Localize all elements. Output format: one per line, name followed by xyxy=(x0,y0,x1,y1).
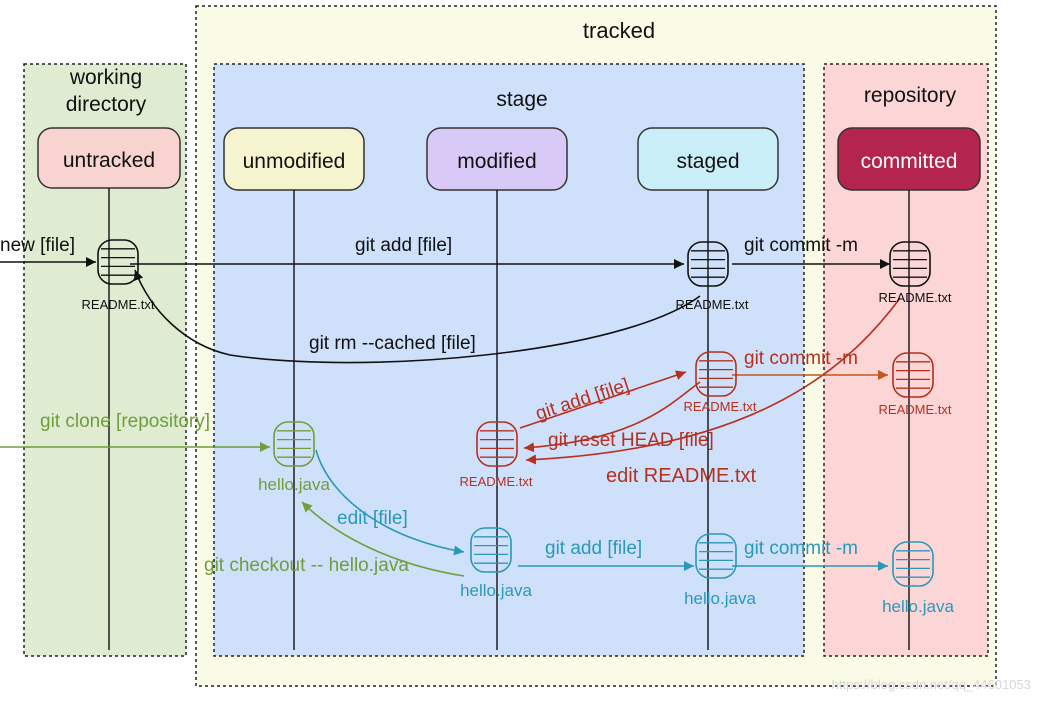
state-staged-label: staged xyxy=(676,150,739,173)
file-hello-staged-icon xyxy=(695,533,737,579)
arrow-git-reset-head xyxy=(523,381,701,453)
arrow-git-checkout xyxy=(301,501,465,577)
file-readme-committed-red-icon xyxy=(892,352,934,398)
state-untracked: untracked xyxy=(37,127,181,189)
state-unmodified: unmodified xyxy=(223,127,365,191)
cmd-new-file: new [file] xyxy=(0,235,75,256)
watermark: https://blog.csdn.net/qq_44601053 xyxy=(831,677,1032,692)
tracked-label: tracked xyxy=(583,18,655,43)
working-directory-label-line2: directory xyxy=(66,93,147,116)
working-directory-label-line1: working xyxy=(69,66,142,89)
stage-label: stage xyxy=(496,88,547,111)
file-readme-staged-red-label: README.txt xyxy=(684,399,757,414)
arrow-git-add-red xyxy=(519,370,687,429)
file-hello-committed-label: hello.java xyxy=(882,597,954,616)
state-untracked-label: untracked xyxy=(63,149,155,172)
file-readme-committed-icon xyxy=(889,241,931,287)
cmd-git-add-blue: git add [file] xyxy=(545,538,642,559)
cmd-git-checkout: git checkout -- hello.java xyxy=(204,555,409,576)
file-readme-staged-red-icon xyxy=(695,351,737,397)
file-hello-modified-label: hello.java xyxy=(460,581,532,600)
arrow-git-rm-cached xyxy=(133,269,701,364)
file-readme-committed-label: README.txt xyxy=(879,290,952,305)
cmd-edit-readme: edit README.txt xyxy=(606,465,756,487)
cmd-git-reset-head: git reset HEAD [file] xyxy=(548,430,714,451)
file-hello-modified-icon xyxy=(470,527,512,573)
state-modified: modified xyxy=(426,127,568,191)
arrow-edit-file xyxy=(315,449,465,556)
cmd-git-clone: git clone [repository] xyxy=(40,411,210,432)
file-readme-committed-red-label: README.txt xyxy=(879,402,952,417)
cmd-git-commit-black: git commit -m xyxy=(744,235,858,256)
file-readme-modified-label: README.txt xyxy=(460,474,533,489)
file-hello-committed-icon xyxy=(892,541,934,587)
cmd-git-rm-cached: git rm --cached [file] xyxy=(309,333,476,354)
state-modified-label: modified xyxy=(457,150,536,173)
state-unmodified-label: unmodified xyxy=(243,150,346,173)
state-committed: committed xyxy=(837,127,981,191)
file-readme-staged-icon xyxy=(687,241,729,287)
arrow-edit-readme xyxy=(525,297,901,465)
cmd-git-add-black: git add [file] xyxy=(355,235,452,256)
file-icons xyxy=(97,239,934,587)
lifelines xyxy=(108,188,910,650)
state-staged: staged xyxy=(637,127,779,191)
repository-label: repository xyxy=(864,84,957,107)
file-readme-modified-icon xyxy=(476,421,518,467)
cmd-git-commit-red: git commit -m xyxy=(744,348,858,369)
file-readme-staged-label: README.txt xyxy=(676,297,749,312)
cmd-edit-file: edit [file] xyxy=(337,508,408,529)
file-hello-unmodified-label: hello.java xyxy=(258,475,330,494)
file-hello-staged-label: hello.java xyxy=(684,589,756,608)
file-readme-untracked-icon xyxy=(97,239,139,285)
file-readme-untracked-label: README.txt xyxy=(82,297,155,312)
cmd-git-commit-blue: git commit -m xyxy=(744,538,858,559)
file-hello-unmodified-icon xyxy=(273,421,315,467)
state-committed-label: committed xyxy=(861,150,958,173)
